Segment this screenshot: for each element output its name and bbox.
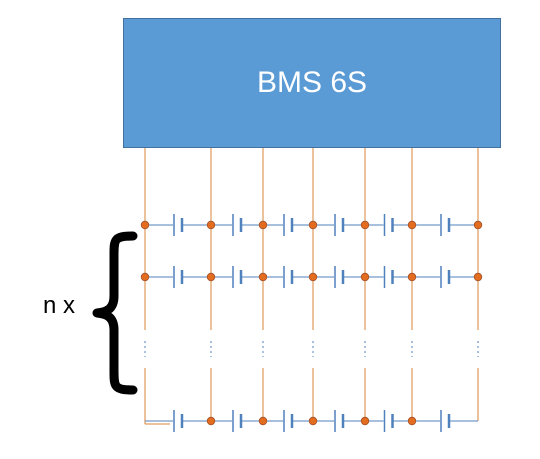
bms-label: BMS 6S <box>256 66 368 99</box>
multiplier-label: n x <box>43 292 76 319</box>
bms-box: BMS 6S <box>123 18 501 148</box>
connection-node-icon <box>258 272 268 282</box>
balance-leads <box>144 148 479 425</box>
connection-node-icon <box>407 272 417 282</box>
connection-node-icon <box>360 220 370 230</box>
cell-rows <box>145 214 478 432</box>
connection-node-icon <box>206 220 216 230</box>
connection-node-icon <box>308 416 318 426</box>
connection-node-icon <box>407 416 417 426</box>
connection-node-icon <box>308 272 318 282</box>
connection-node-icon <box>473 272 483 282</box>
connection-node-icon <box>206 272 216 282</box>
connection-node-icon <box>206 416 216 426</box>
connection-node-icon <box>140 272 150 282</box>
connection-node-icon <box>308 220 318 230</box>
connection-node-icon <box>360 272 370 282</box>
ellipsis-leads <box>144 341 479 357</box>
connection-node-icon <box>360 416 370 426</box>
connection-node-icon <box>258 416 268 426</box>
connection-node-icon <box>140 220 150 230</box>
connection-nodes <box>140 220 483 426</box>
connection-node-icon <box>258 220 268 230</box>
curly-brace-icon <box>92 231 138 395</box>
connection-node-icon <box>473 220 483 230</box>
connection-node-icon <box>407 220 417 230</box>
